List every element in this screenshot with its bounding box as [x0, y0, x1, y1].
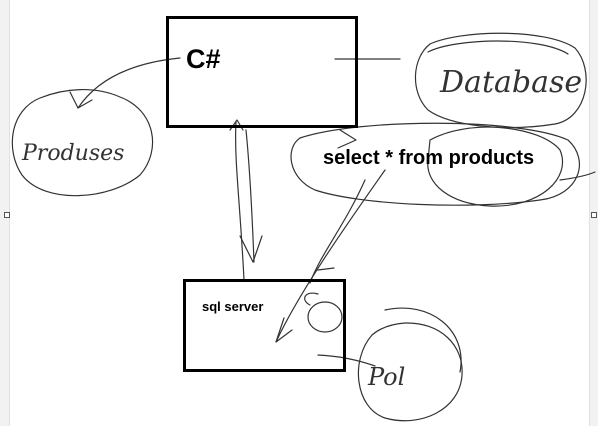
ink-arrow-csharp-to-produses [77, 57, 181, 109]
sqlserver-box[interactable] [183, 279, 346, 372]
ink-small-circle [307, 301, 343, 333]
csharp-box[interactable] [166, 16, 358, 128]
ink-small-circle-loop [304, 292, 319, 306]
ink-arrow-vertical-return [245, 129, 255, 263]
sqlserver-label: sql server [202, 299, 264, 314]
ink-loop-query-outer [290, 122, 581, 206]
ink-line-sqlserver-to-pol [317, 354, 376, 367]
ink-arrowhead-sqlserver-2 [317, 267, 335, 271]
ink-arrow-query-to-sqlserver-2 [309, 179, 366, 284]
ink-circle-produses [11, 89, 154, 197]
ink-arrowhead-produses [69, 91, 93, 109]
ink-arrowhead-sqlserver [275, 317, 293, 343]
ink-arrow-vertical-double [235, 121, 245, 281]
csharp-label: C# [186, 44, 221, 74]
handwritten-produses: Produses [21, 141, 124, 166]
ink-circle-pol-inner [384, 307, 462, 373]
ink-loop-query-inner [427, 126, 564, 207]
handwritten-pol: Pol [367, 363, 405, 391]
ink-blob-database-inner [427, 40, 569, 55]
ink-arrowhead-down [239, 235, 263, 263]
ink-line-query-tail [559, 171, 596, 181]
query-label[interactable]: select * from products [323, 147, 535, 169]
ink-blob-database [414, 32, 587, 129]
handwritten-database: Database [439, 65, 582, 100]
resize-handle-left[interactable] [4, 212, 10, 218]
resize-handle-right[interactable] [591, 212, 597, 218]
ink-arrow-query-to-sqlserver-1 [275, 169, 386, 343]
ink-circle-pol [357, 322, 463, 422]
ink-arrowhead-query [337, 129, 357, 149]
